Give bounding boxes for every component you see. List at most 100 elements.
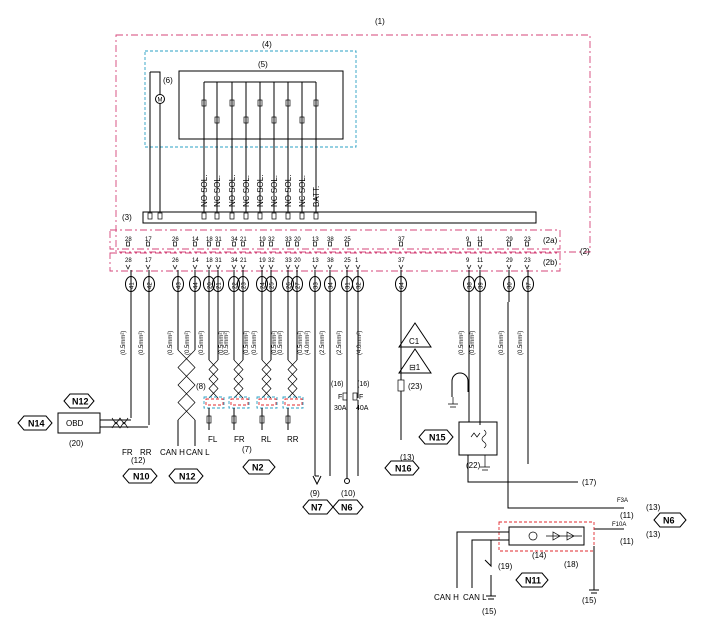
net-tag-n6-right-label: N6 xyxy=(663,516,675,526)
wire-size: (2.5mm²) xyxy=(320,331,326,355)
pin-2a-socket xyxy=(478,241,482,247)
wire-id-marker xyxy=(256,276,268,292)
twisted-pair-markers xyxy=(177,349,298,446)
pin-2a-socket xyxy=(399,241,403,247)
obd-twist xyxy=(111,417,129,429)
pin-2a-number: 32 xyxy=(268,237,275,243)
pin-2a-number: 18 xyxy=(206,237,213,243)
pin-2a-socket xyxy=(241,241,245,247)
wire-id: 37 xyxy=(527,282,533,289)
strip-pin xyxy=(214,212,220,220)
pin-2b-terminal xyxy=(312,264,318,270)
callout-9: (9) xyxy=(310,489,320,498)
pin-2b-terminal xyxy=(259,264,265,270)
wire-size: (2.5mm²) xyxy=(337,331,343,355)
callout-13-c: (13) xyxy=(646,530,661,539)
net-tag-n14-label: N14 xyxy=(28,419,45,429)
wire-id-marker xyxy=(265,276,277,292)
obd-connector[interactable] xyxy=(57,412,101,434)
twist-line xyxy=(261,359,272,399)
wire-size: (0.5mm²) xyxy=(244,331,250,355)
sensor-pins xyxy=(258,398,277,406)
pin-2b-terminal xyxy=(466,264,472,270)
callout-1: (1) xyxy=(375,17,385,26)
wire-size: (0.5mm²) xyxy=(518,331,524,355)
pin-2b-number: 33 xyxy=(285,258,292,264)
pin-2b-number: 17 xyxy=(145,258,152,264)
strip-pin xyxy=(243,212,249,220)
wire-id: 64 xyxy=(400,282,406,289)
abs-lamp-symbol xyxy=(528,531,538,541)
connector-2b xyxy=(109,252,561,272)
fuse-40a xyxy=(352,392,358,401)
callout-6: (6) xyxy=(163,76,173,85)
solenoid-block xyxy=(178,70,344,140)
wire-size: (0.5mm²) xyxy=(121,331,127,355)
wire-id: 30 xyxy=(508,282,514,289)
pin-2a-socket xyxy=(345,241,349,247)
abs-unit xyxy=(508,526,585,546)
pin-2b-number: 11 xyxy=(477,258,484,264)
pin-2a-socket xyxy=(232,241,236,247)
callout-2: (2) xyxy=(580,247,590,256)
callout-11-a: (11) xyxy=(620,511,634,520)
module-boundary xyxy=(115,34,591,253)
wire-id-marker xyxy=(291,276,303,292)
twist-line xyxy=(287,359,298,399)
pin-2b-terminal xyxy=(477,264,483,270)
pin-2b-number: 26 xyxy=(172,258,179,264)
pin-2b-terminal xyxy=(240,264,246,270)
pin-2b-terminal xyxy=(268,264,274,270)
strip-pin xyxy=(271,212,277,220)
pin-2a-number: 14 xyxy=(192,237,199,243)
harness-wires: 41(0.5mm²)42(0.5mm²)43(0.5mm²)44(0.5mm²)… xyxy=(121,270,534,478)
net-tag-n2-label: N2 xyxy=(252,463,264,473)
pin-2a-number: 13 xyxy=(312,237,319,243)
pin-2a-number: 23 xyxy=(524,237,531,243)
signal-canh: CAN H xyxy=(160,448,185,457)
pin-2a-socket xyxy=(207,241,211,247)
pin-2a-number: 19 xyxy=(259,237,266,243)
wire-size: (0.5mm²) xyxy=(199,331,205,355)
wire-id: 31 xyxy=(346,282,352,289)
terminal-10 xyxy=(344,478,350,484)
callout-22: (22) xyxy=(466,461,481,470)
valve-block-boundary xyxy=(144,50,357,148)
pin-2b-number: 34 xyxy=(231,258,238,264)
solenoid-coil xyxy=(243,116,249,124)
wire-size: (0.5mm²) xyxy=(272,331,278,355)
pin-2b-number: 20 xyxy=(294,258,301,264)
wire-id: 42 xyxy=(148,282,154,289)
connector-2a xyxy=(109,229,561,250)
wire-id: 32 xyxy=(357,282,363,289)
pin-2b-terminal xyxy=(145,264,151,270)
wire-size: (0.5mm²) xyxy=(219,331,225,355)
sensor-pins xyxy=(230,398,249,406)
net-tag-n12-top-label: N12 xyxy=(72,397,89,407)
switch-19 xyxy=(484,540,496,600)
pin-2a-socket xyxy=(126,241,130,247)
pin-2b-terminal xyxy=(285,264,291,270)
signal-rr-obd: RR xyxy=(140,448,152,457)
twist-line xyxy=(208,359,219,399)
wire-id-marker xyxy=(125,276,137,292)
wire-id-marker xyxy=(237,276,249,292)
twist-line xyxy=(287,359,298,399)
abs-unit-boundary xyxy=(498,521,595,552)
wire-size: (0.5mm²) xyxy=(168,331,174,355)
wire-id-marker xyxy=(228,276,240,292)
relay-hook xyxy=(451,372,469,397)
callout-2a: (2a) xyxy=(543,236,558,245)
fuse-f10a: F10A xyxy=(612,522,626,528)
warning-c1: C1 xyxy=(409,337,420,346)
strip-pin xyxy=(285,212,291,220)
pin-2b-terminal xyxy=(172,264,178,270)
wire-id: 34 xyxy=(329,282,335,289)
solenoid-label: NO SOL. xyxy=(256,175,265,207)
strip-pin xyxy=(157,212,163,220)
wire-id: 20 xyxy=(208,282,214,289)
strip-pin xyxy=(313,212,319,220)
wire-id-marker xyxy=(474,276,486,292)
